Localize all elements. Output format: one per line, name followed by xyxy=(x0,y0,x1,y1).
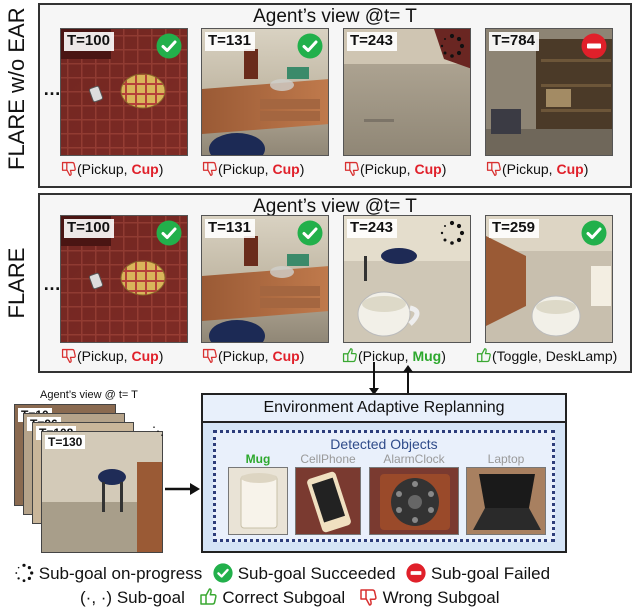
shelf-scene xyxy=(486,29,612,155)
timestep-label: T=243 xyxy=(347,32,397,51)
bottom-frame-2: T=131 xyxy=(201,215,329,343)
bottom-caption-1: (Pickup, Cup) xyxy=(60,347,163,365)
legend-row-2: (·, ·) Sub-goal Correct Subgoal Wrong Su… xyxy=(80,587,500,609)
legend-correct: Correct Subgoal xyxy=(222,588,346,607)
top-frame-1: T=100 xyxy=(60,28,188,156)
top-caption-3: (Pickup, Cup) xyxy=(343,160,446,178)
stack-frame-4: T=130 xyxy=(41,431,163,553)
bottom-frame-4: T=259 xyxy=(485,215,613,343)
timestep-label: T=100 xyxy=(64,32,114,51)
timestep-label: T=100 xyxy=(64,219,114,238)
legend-in-progress: Sub-goal on-progress xyxy=(38,564,203,583)
timestep-label: T=784 xyxy=(489,32,539,51)
object-label-mug: Mug xyxy=(245,452,271,466)
bottom-frame-1: T=100 xyxy=(60,215,188,343)
top-frame-4: T=784 xyxy=(485,28,613,156)
object-label-cellphone: CellPhone xyxy=(300,452,356,466)
top-caption-1: (Pickup, Cup) xyxy=(60,160,163,178)
bottom-caption-4: (Toggle, DeskLamp) xyxy=(475,347,617,365)
desk-scene xyxy=(202,216,328,342)
object-label-laptop: Laptop xyxy=(487,452,525,466)
top-panel-title: Agent’s view @t= T xyxy=(253,6,417,27)
object-thumb-alarmclock xyxy=(369,467,459,535)
fail-icon xyxy=(406,563,426,583)
thumbs-up-icon xyxy=(198,587,218,607)
chair-desk-scene xyxy=(42,432,162,552)
detected-objects-title: Detected Objects xyxy=(330,436,438,452)
legend-failed: Sub-goal Failed xyxy=(431,564,551,583)
bottom-panel-title: Agent’s view @t= T xyxy=(253,196,417,217)
object-thumb-mug xyxy=(228,467,288,535)
timestep-label: T=131 xyxy=(205,219,255,238)
top-caption-2: (Pickup, Cup) xyxy=(201,160,304,178)
detected-objects-box: Detected Objects Mug CellPhone AlarmCloc… xyxy=(213,430,555,542)
ear-title: Environment Adaptive Replanning xyxy=(203,395,565,423)
timestep-label: T=131 xyxy=(205,32,255,51)
timestep-label: T=259 xyxy=(489,219,539,238)
ellipsis-top: … xyxy=(43,79,62,99)
legend-succeeded: Sub-goal Succeeded xyxy=(237,564,396,583)
bottom-caption-2: (Pickup, Cup) xyxy=(201,347,304,365)
ellipsis-bottom: … xyxy=(43,274,62,294)
top-caption-4: (Pickup, Cup) xyxy=(485,160,588,178)
stack-title: Agent’s view @ t= T xyxy=(40,389,138,401)
in-progress-icon xyxy=(14,563,34,583)
object-thumb-laptop xyxy=(466,467,546,535)
legend-row-1: Sub-goal on-progress Sub-goal Succeeded … xyxy=(14,563,550,585)
object-label-alarmclock: AlarmClock xyxy=(383,452,445,466)
top-frame-2: T=131 xyxy=(201,28,329,156)
stack-ellipsis: ⋱ xyxy=(152,424,164,438)
ear-module: Environment Adaptive Replanning Detected… xyxy=(201,393,567,553)
success-check-icon xyxy=(213,563,233,583)
object-thumb-cellphone xyxy=(295,467,361,535)
top-frame-3: T=243 xyxy=(343,28,471,156)
timestep-label: T=243 xyxy=(347,219,397,238)
thumbs-down-icon xyxy=(358,587,378,607)
legend-subgoal: (·, ·) Sub-goal xyxy=(80,588,185,607)
bottom-caption-3: (Pickup, Mug) xyxy=(341,347,446,365)
bottom-frame-3: T=243 xyxy=(343,215,471,343)
legend-wrong: Wrong Subgoal xyxy=(382,588,500,607)
